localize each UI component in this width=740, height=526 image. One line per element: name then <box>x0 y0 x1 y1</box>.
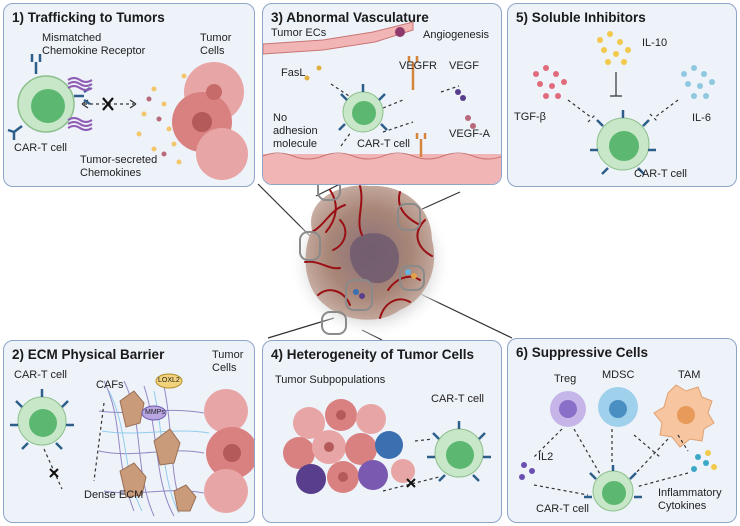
vegfa-label: VEGF-A <box>449 128 490 140</box>
panel-title: 3) Abnormal Vasculature <box>271 10 429 25</box>
panel-title: 5) Soluble Inhibitors <box>516 10 646 25</box>
cart-cell-label: CAR-T cell <box>536 503 589 515</box>
tumor-cells-label-line1: Tumor <box>212 349 244 361</box>
ecm-illustration <box>10 373 254 517</box>
vegf-label: VEGF <box>449 60 479 72</box>
inflammatory-cytokines-label-line1: Inflammatory <box>658 487 722 499</box>
suppressive-cells-illustration <box>519 384 717 512</box>
panel-abnormal-vasculature: 3) Abnormal Vasculature Tumor ECs Angiog… <box>262 3 502 185</box>
cart-cell-label: CAR-T cell <box>14 142 67 154</box>
vegfr-label: VEGFR <box>399 60 437 72</box>
cart-cell-label: CAR-T cell <box>357 138 410 150</box>
panel-suppressive-cells: 6) Suppressive Cells Treg MDSC TAM IL2 C… <box>507 338 737 523</box>
cart-cell-label: CAR-T cell <box>431 393 484 405</box>
heterogeneity-illustration <box>283 399 491 494</box>
receptor-label-line1: Mismatched <box>42 32 102 44</box>
panel-heterogeneity-of-tumor-cells: 4) Heterogeneity of Tumor Cells Tumor Su… <box>262 340 502 523</box>
loxl2-label: LOXL2 <box>158 377 180 384</box>
treg-label: Treg <box>554 373 577 385</box>
tumor-subpopulations-label: Tumor Subpopulations <box>275 374 386 386</box>
dense-ecm-label: Dense ECM <box>84 489 144 501</box>
chemokines-label-line1: Tumor-secreted <box>80 154 158 166</box>
tgfb-label: TGF-β <box>514 111 546 123</box>
tumor-cells-label-line2: Cells <box>212 362 237 374</box>
no-adhesion-label-line1: No <box>273 112 288 124</box>
tumor-cells-label-line1: Tumor <box>200 32 232 44</box>
panel-title: 4) Heterogeneity of Tumor Cells <box>271 347 475 362</box>
panel-ecm-physical-barrier: 2) ECM Physical Barrier <box>3 340 255 523</box>
tumor-cells-label-line2: Cells <box>200 45 225 57</box>
chemokines-label-line2: Chemokines <box>80 167 142 179</box>
soluble-inhibitors-illustration <box>533 31 715 175</box>
cart-cell-label: CAR-T cell <box>634 168 687 180</box>
fasl-label: FasL <box>281 67 306 79</box>
mdsc-label: MDSC <box>602 369 635 381</box>
panel-trafficking-to-tumors: 1) Trafficking to Tumors <box>3 3 255 187</box>
tumor-ecs-label: Tumor ECs <box>271 27 327 39</box>
vasculature-illustration <box>263 21 501 184</box>
panel-soluble-inhibitors: 5) Soluble Inhibitors IL-10 TGF-β IL-6 C… <box>507 3 737 187</box>
panel-title: 2) ECM Physical Barrier <box>12 347 165 362</box>
inflammatory-cytokines-label-line2: Cytokines <box>658 500 707 512</box>
il2-label: IL2 <box>538 451 554 463</box>
panel-title: 6) Suppressive Cells <box>516 345 649 360</box>
mmps-label: MMPs <box>145 409 165 416</box>
tam-label: TAM <box>678 369 701 381</box>
il6-label: IL-6 <box>692 112 711 124</box>
cafs-label: CAFs <box>96 379 124 391</box>
cart-cell-label: CAR-T cell <box>14 369 67 381</box>
angiogenesis-label: Angiogenesis <box>423 29 490 41</box>
trafficking-illustration <box>7 54 248 180</box>
panel-title: 1) Trafficking to Tumors <box>12 10 165 25</box>
il10-label: IL-10 <box>642 37 668 49</box>
no-adhesion-label-line3: molecule <box>273 138 318 150</box>
receptor-label-line2: Chemokine Receptor <box>42 45 146 57</box>
no-adhesion-label-line2: adhesion <box>273 125 318 137</box>
